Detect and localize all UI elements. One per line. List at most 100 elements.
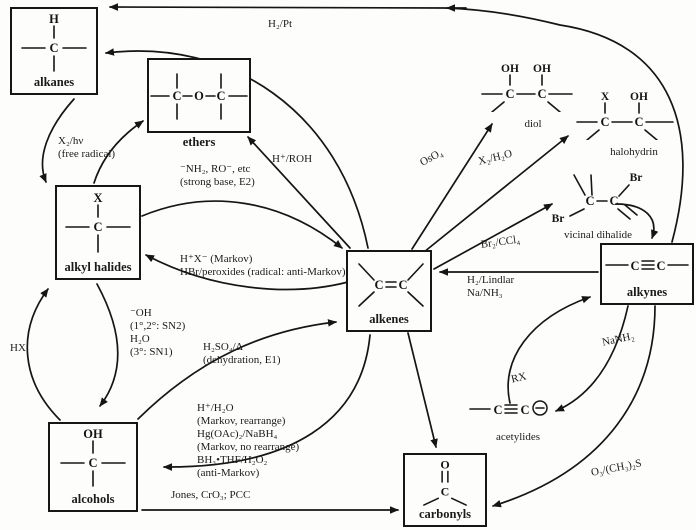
- node-alcohols-box: OH C alcohols: [48, 422, 138, 512]
- alkenes-structure: C C: [358, 263, 424, 307]
- vicinal-dihalide-structure: C C Br Br vicinal dihalide: [548, 165, 648, 241]
- ethers-structure: C O C: [150, 72, 248, 120]
- arrow-alkenes-to-alkanes: [105, 48, 369, 249]
- reagent-lindlar: H₂/Lindlar Na/NH₃: [467, 274, 514, 300]
- atom-c: C: [398, 278, 407, 292]
- atom-oh: OH: [501, 63, 519, 75]
- atom-oh: OH: [83, 427, 103, 441]
- reagent-hx: HX: [10, 342, 26, 354]
- reagent-hx-markov-line1: H⁺X⁻ (Markov): [180, 253, 253, 265]
- arrow-alkyl-halides-to-alkenes: [141, 200, 343, 249]
- reagent-hx-markov-line2: HBr/peroxides (radical: anti-Markov): [180, 266, 346, 278]
- atom-c: C: [505, 87, 514, 101]
- carbonyls-structure: O C: [423, 458, 467, 506]
- atom-c: C: [630, 259, 639, 273]
- alkanes-structure: H C: [21, 12, 87, 72]
- atom-c: C: [520, 403, 529, 417]
- reagent-x2hv-line1: X₂/hν: [58, 135, 84, 147]
- reagent-hydration: H⁺/H₂O (Markov, rearrange) Hg(OAc)₂/NaBH…: [197, 402, 299, 480]
- arrow-alkenes-to-alkyl-halides: [145, 254, 349, 291]
- reagent-h2pt: H₂/Pt: [268, 18, 293, 30]
- reagent-strong-base: ⁻NH₂, RO⁻, etc (strong base, E2): [180, 163, 255, 189]
- atom-c: C: [93, 220, 102, 234]
- atom-br: Br: [630, 172, 643, 184]
- atom-c: C: [441, 484, 450, 498]
- atom-c: C: [634, 115, 643, 129]
- arrow-alkynes-to-acetylides: [555, 305, 629, 412]
- arrow-alkyl-halides-to-alcohols: [96, 283, 119, 407]
- atom-oh: OH: [630, 91, 648, 103]
- alcohols-label: alcohols: [71, 492, 115, 506]
- atom-x: X: [601, 91, 610, 103]
- arrow-alkenes-to-vicinal-dihalide: [433, 203, 553, 270]
- atom-c: C: [585, 194, 594, 208]
- node-alkynes-box: C C alkynes: [600, 243, 694, 305]
- node-alkyl-halides-box: X C alkyl halides: [55, 185, 141, 280]
- arrow-alcohols-to-alkyl-halides: [26, 288, 61, 421]
- reagent-x2hv-line2: (free radical): [58, 148, 116, 160]
- negative-charge-icon: [532, 400, 548, 416]
- arrow-alkenes-to-halohydrin: [423, 135, 569, 253]
- reagent-x2hv: X₂/hν (free radical): [58, 135, 115, 161]
- alkynes-structure: C C: [605, 259, 689, 273]
- atom-c: C: [493, 403, 502, 417]
- atom-x: X: [93, 191, 102, 205]
- reagent-lindlar-line1: H₂/Lindlar: [467, 274, 515, 286]
- reagent-strong-base-line1: ⁻NH₂, RO⁻, etc: [180, 163, 251, 175]
- arrow-alkenes-to-ethers: [247, 136, 351, 249]
- vicinal-dihalide-label: vicinal dihalide: [563, 229, 633, 241]
- reagent-hx-markov: H⁺X⁻ (Markov) HBr/peroxides (radical: an…: [180, 253, 346, 279]
- arrow-alkyl-halides-to-ethers: [93, 120, 144, 184]
- acetylides-structure: C C acetylides: [468, 393, 568, 443]
- arrow-alcohols-to-alkenes: [137, 319, 337, 420]
- alkyl-halides-structure: X C: [65, 191, 131, 253]
- alkyl-halides-label: alkyl halides: [64, 260, 132, 274]
- atom-br: Br: [552, 213, 565, 223]
- diol-label: diol: [524, 118, 542, 130]
- reagent-dehydration-line1: H₂SO₄/Δ: [203, 341, 243, 353]
- node-carbonyls-box: O C carbonyls: [403, 453, 487, 527]
- arrow-acetylides-to-alkynes: [507, 296, 591, 404]
- reagent-hydration-line4: (Markov, no rearrange): [197, 441, 300, 453]
- arrow-alkanes-to-alkyl-halides: [39, 98, 75, 183]
- atom-c: C: [88, 456, 97, 470]
- reagent-hydration-line6: (anti-Markov): [197, 467, 260, 479]
- atom-oh: OH: [533, 63, 551, 75]
- arrow-alkenes-to-carbonyls: [407, 332, 438, 448]
- reagent-hydration-line5: BH₃•THF/H₂O₂: [197, 454, 268, 466]
- acetylides-label: acetylides: [496, 431, 540, 443]
- halohydrin-label: halohydrin: [610, 146, 658, 158]
- node-alkanes-box: H C alkanes: [10, 7, 98, 95]
- atom-c: C: [537, 87, 546, 101]
- reagent-hydration-line3: Hg(OAc)₂/NaBH₄: [197, 428, 278, 440]
- halohydrin-structure: X OH C C halohydrin: [575, 88, 693, 158]
- reagent-hydration-line1: H⁺/H₂O: [197, 402, 234, 414]
- arrow-alkynes-to-alkanes: [109, 3, 684, 243]
- atom-c: C: [374, 278, 383, 292]
- node-alkenes-box: C C alkenes: [346, 250, 432, 332]
- reagent-h-roh: H⁺/ROH: [272, 153, 313, 165]
- atom-c: C: [656, 259, 665, 273]
- reagent-lindlar-line2: Na/NH₃: [467, 287, 503, 299]
- reagent-strong-base-line2: (strong base, E2): [180, 176, 255, 188]
- reagent-jones: Jones, CrO₃; PCC: [171, 489, 251, 501]
- arrow-vicinal-dihalide-to-alkynes: [615, 203, 659, 239]
- reagent-substitution: ⁻OH (1°,2°: SN2) H₂O (3°: SN1): [130, 307, 185, 359]
- carbonyls-label: carbonyls: [418, 507, 472, 521]
- reagent-substitution-line3: H₂O: [130, 333, 150, 345]
- atom-c: C: [609, 194, 618, 208]
- ethers-label: ethers: [182, 135, 216, 149]
- alkenes-label: alkenes: [369, 312, 409, 326]
- reagent-substitution-line4: (3°: SN1): [130, 346, 173, 358]
- reagent-substitution-line1: ⁻OH: [130, 307, 152, 319]
- node-ethers-box: C O C: [147, 58, 251, 133]
- arrow-alkenes-to-alcohols: [163, 334, 371, 471]
- atom-o: O: [440, 458, 449, 472]
- alkanes-label: alkanes: [33, 75, 75, 89]
- atom-c: C: [216, 89, 225, 103]
- arrow-alkynes-to-carbonyls: [492, 305, 656, 508]
- atom-c: C: [600, 115, 609, 129]
- atom-h: H: [49, 12, 59, 26]
